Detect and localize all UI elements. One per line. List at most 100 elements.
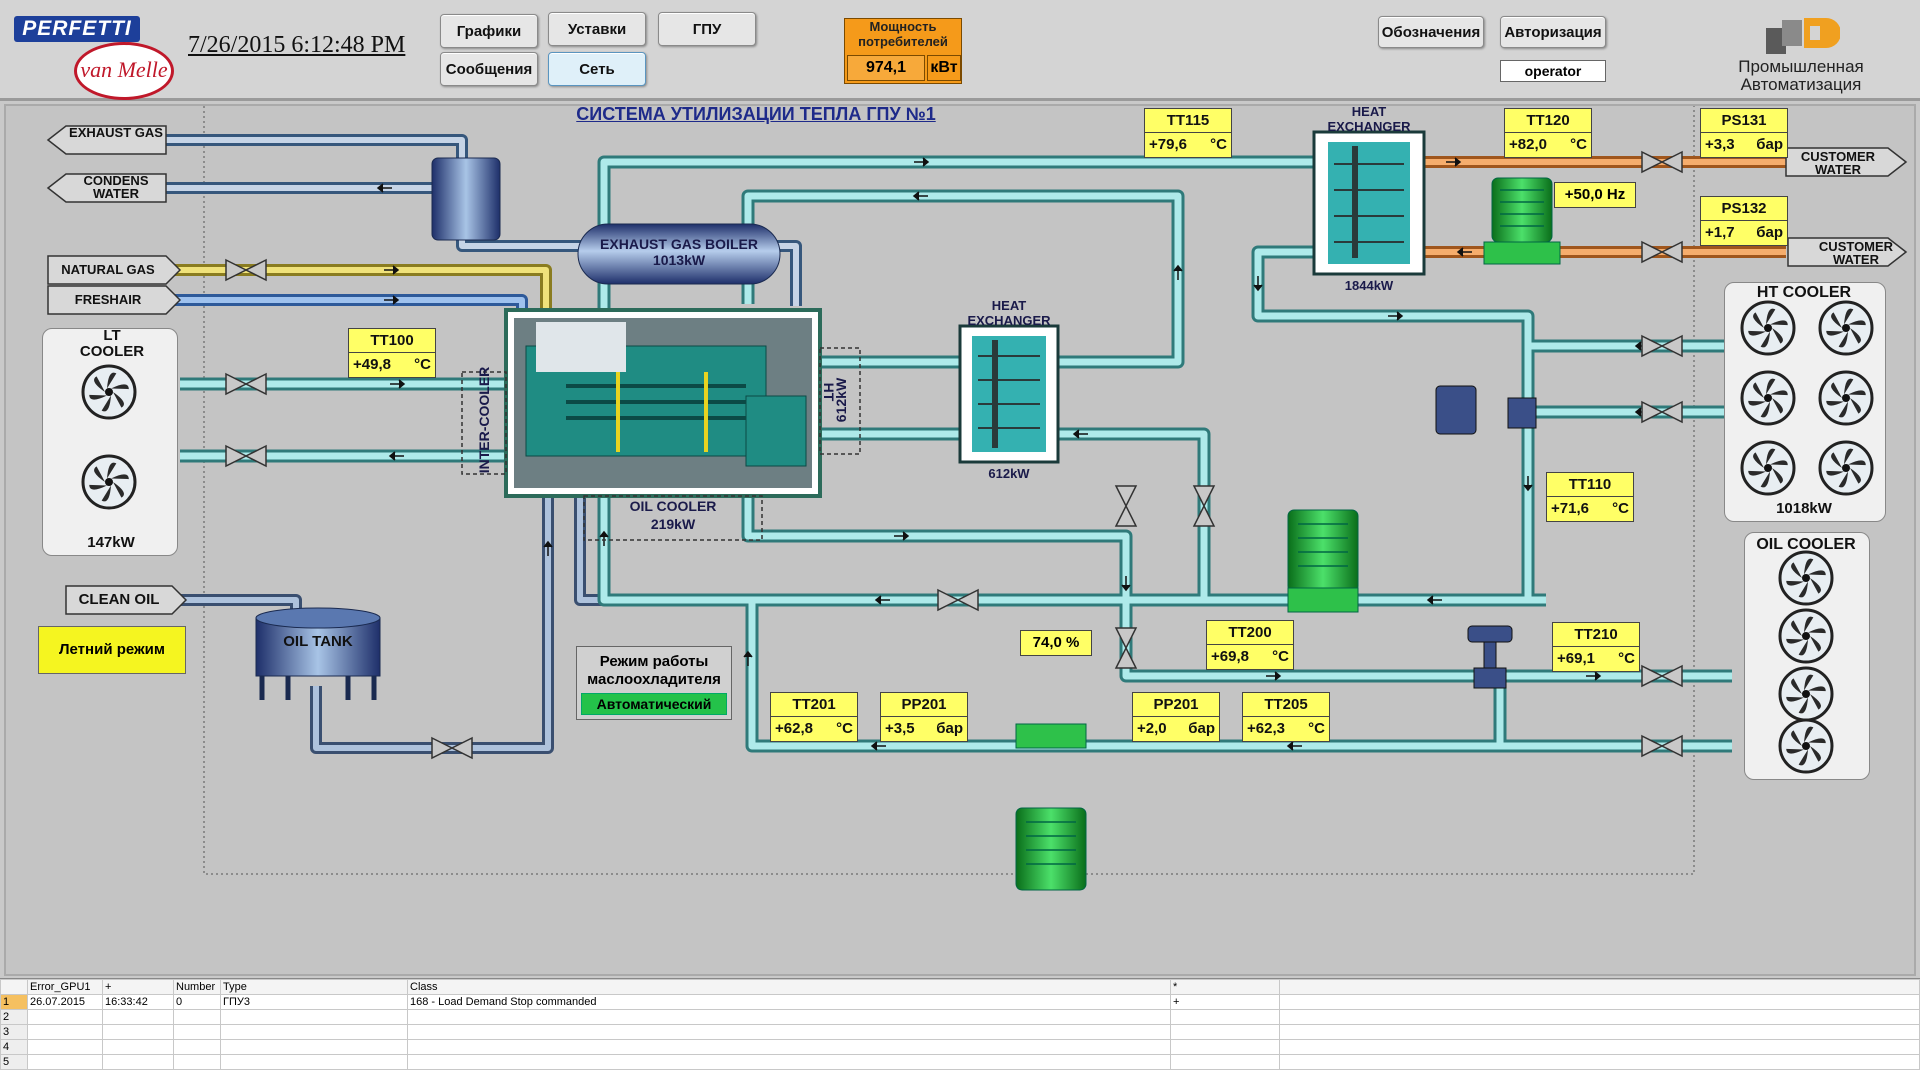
alarm-number: 0 [173, 994, 221, 1010]
sensor-tt120-unit: °C [1570, 136, 1587, 153]
intercooler-label: INTER-COOLER [476, 366, 492, 474]
sensor-tt110-tag: TT110 [1547, 473, 1633, 497]
oil-cooler-mode-value[interactable]: Автоматический [581, 693, 727, 715]
sensor-tt100-unit: °C [414, 356, 431, 373]
alarm-class: 168 - Load Demand Stop commanded [407, 994, 1171, 1010]
sensor-tt115-tag: TT115 [1145, 109, 1231, 133]
authorization-button[interactable]: Авторизация [1500, 16, 1606, 48]
alarm-spacer [1279, 994, 1920, 1010]
alarm-col-number[interactable]: Number [173, 979, 221, 995]
sensor-tt200[interactable]: TT200+69,8°C [1206, 620, 1294, 670]
flow-arrows [376, 157, 1650, 751]
fan-layer [81, 300, 1874, 774]
piping-diagram [46, 106, 1908, 891]
alarm-col-type[interactable]: Type [220, 979, 408, 995]
schematic-area: СИСТЕМА УТИЛИЗАЦИИ ТЕПЛА ГПУ №1 EXHAUST … [4, 104, 1916, 976]
consumer-power-panel: Мощность потребителей 974,1 кВт [844, 18, 962, 84]
customer-water-in-tag: CUSTOMER WATER [1818, 239, 1894, 267]
sensor-tt200-tag: TT200 [1207, 621, 1293, 645]
ht-cooler-label: HT COOLER [1756, 284, 1852, 301]
sensor-tt210[interactable]: TT210+69,1°C [1552, 622, 1640, 672]
alarm-row-number: 1 [0, 994, 28, 1010]
charts-button[interactable]: Графики [440, 14, 538, 48]
boiler-label: EXHAUST GAS BOILER [600, 236, 758, 252]
sensor-tt120[interactable]: TT120+82,0°C [1504, 108, 1592, 158]
pump-main [1287, 509, 1359, 613]
sensor-tt120-tag: TT120 [1505, 109, 1591, 133]
sensor-tt100-tag: TT100 [349, 329, 435, 353]
sensor-tt110[interactable]: TT110+71,6°C [1546, 472, 1634, 522]
alarm-row-number: 4 [0, 1039, 28, 1055]
sensor-tt115[interactable]: TT115+79,6°C [1144, 108, 1232, 158]
gpu-button[interactable]: ГПУ [658, 12, 756, 46]
sensor-pp201-a-value: +3,5 [885, 720, 915, 737]
engine-oil-cooler-kw: 219kW [650, 516, 696, 532]
hx2-label: HEAT EXCHANGER [967, 298, 1051, 328]
alarm-time: 16:33:42 [102, 994, 174, 1010]
sensor-tt210-tag: TT210 [1553, 623, 1639, 647]
alarm-row[interactable]: 3 [0, 1024, 1920, 1040]
sensor-tt205[interactable]: TT205+62,3°C [1242, 692, 1330, 742]
sensor-tt201-tag: TT201 [771, 693, 857, 717]
summer-mode-button[interactable]: Летний режим [38, 626, 186, 674]
sensor-tt100[interactable]: TT100+49,8°C [348, 328, 436, 378]
messages-button[interactable]: Сообщения [440, 52, 538, 86]
heat-exchanger-612kw [958, 324, 1060, 464]
fan-icon [1778, 550, 1834, 606]
sensor-ps132-value: +1,7 [1705, 224, 1735, 241]
network-button[interactable]: Сеть [548, 52, 646, 86]
sensor-ps132-unit: бар [1756, 224, 1783, 241]
consumer-power-label: Мощность потребителей [858, 19, 948, 49]
vendor-brand: Промышленная Автоматизация [1716, 14, 1886, 94]
company-logo: PERFETTI van Melle [14, 16, 174, 100]
alarm-row-number: 5 [0, 1054, 28, 1070]
current-user-field: operator [1500, 60, 1606, 82]
fan-icon [1818, 440, 1874, 496]
alarm-col-plus[interactable]: + [102, 979, 174, 995]
sensor-pp201-b-value: +2,0 [1137, 720, 1167, 737]
fan-icon [1740, 300, 1796, 356]
valve-position: 74,0 % [1020, 630, 1092, 656]
customer-water-out-tag: CUSTOMER WATER [1800, 149, 1876, 177]
sensor-tt201[interactable]: TT201+62,8°C [770, 692, 858, 742]
oil-cooler-mode-title: Режим работы маслоохладителя [587, 653, 721, 688]
fan-icon [1818, 370, 1874, 426]
header-bar: PERFETTI van Melle 7/26/2015 6:12:48 PM … [0, 0, 1920, 101]
fan-icon [81, 364, 137, 420]
lt-cooler-label: LT COOLER [79, 327, 145, 360]
pump-oil [1015, 723, 1087, 891]
alarm-col-flag[interactable]: * [1170, 979, 1280, 995]
alarm-header-row: Error_GPU1 + Number Type Class * [0, 979, 1920, 995]
sensor-tt201-value: +62,8 [775, 720, 813, 737]
oil-cooler-label: OIL COOLER [1756, 536, 1856, 553]
alarm-col-class[interactable]: Class [407, 979, 1171, 995]
fan-icon [1740, 440, 1796, 496]
engine-oil-cooler-label: OIL COOLER [629, 498, 717, 514]
alarm-col-error[interactable]: Error_GPU1 [27, 979, 103, 995]
alarm-row-number: 3 [0, 1024, 28, 1040]
fan-icon [1778, 666, 1834, 722]
sensor-ps131-value: +3,3 [1705, 136, 1735, 153]
alarm-row[interactable]: 2 [0, 1009, 1920, 1025]
sensor-tt110-unit: °C [1612, 500, 1629, 517]
io-tags [46, 125, 1908, 615]
pump-frequency: +50,0 Hz [1554, 182, 1636, 208]
sensor-pp201-b-tag: PP201 [1133, 693, 1219, 717]
alarm-row-number: 2 [0, 1009, 28, 1025]
exhaust-gas-boiler [577, 223, 781, 285]
setpoints-button[interactable]: Уставки [548, 12, 646, 46]
alarm-row[interactable]: 1 26.07.2015 16:33:42 0 ГПУ3 168 - Load … [0, 994, 1920, 1010]
alarm-type: ГПУ3 [220, 994, 408, 1010]
condenser-column [431, 157, 501, 241]
legend-button[interactable]: Обозначения [1378, 16, 1484, 48]
sensor-ps131-unit: бар [1756, 136, 1783, 153]
oil-tank-label: OIL TANK [283, 633, 353, 650]
boiler-kw: 1013kW [652, 252, 706, 268]
alarm-row[interactable]: 5 [0, 1054, 1920, 1070]
oil-cooler-mode-panel: Режим работы маслоохладителя Автоматичес… [576, 646, 732, 720]
alarm-row[interactable]: 4 [0, 1039, 1920, 1055]
